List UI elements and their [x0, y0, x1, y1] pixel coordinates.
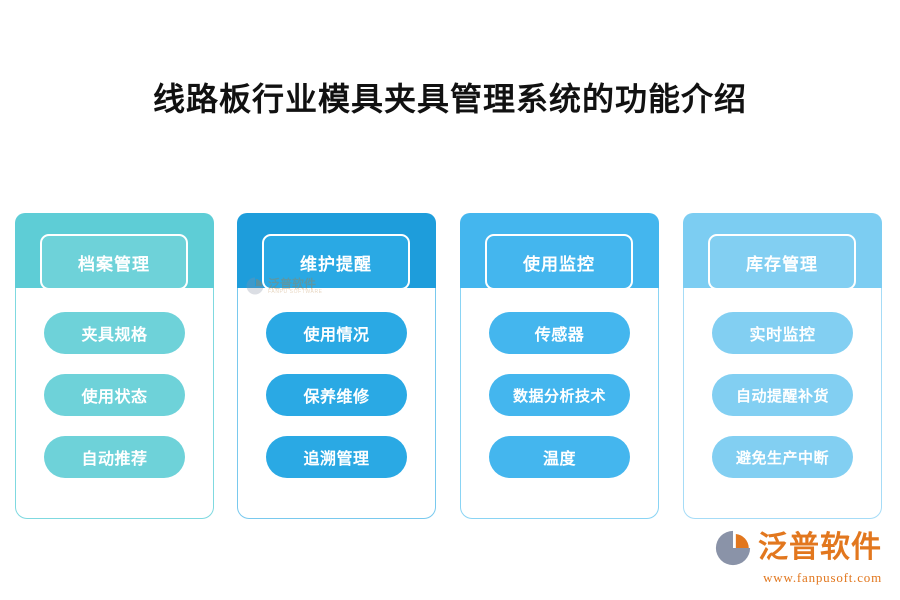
- column-items-1: 夹具规格 使用状态 自动推荐: [15, 312, 214, 478]
- feature-column-2: 泛普软件 FANPU SOFTWARE 维护提醒 使用情况 保养维修 追溯管理: [237, 213, 436, 519]
- list-item[interactable]: 自动推荐: [44, 436, 185, 478]
- column-header-4[interactable]: 库存管理: [708, 234, 856, 290]
- list-item[interactable]: 避免生产中断: [712, 436, 853, 478]
- list-item[interactable]: 温度: [489, 436, 630, 478]
- brand-logo-row: 泛普软件: [714, 529, 882, 567]
- column-header-2[interactable]: 维护提醒: [262, 234, 410, 290]
- list-item[interactable]: 使用状态: [44, 374, 185, 416]
- list-item[interactable]: 自动提醒补货: [712, 374, 853, 416]
- column-header-1[interactable]: 档案管理: [40, 234, 188, 290]
- brand-logo: 泛普软件 www.fanpusoft.com: [714, 529, 882, 586]
- feature-column-4: 库存管理 实时监控 自动提醒补货 避免生产中断: [683, 213, 882, 519]
- list-item[interactable]: 追溯管理: [266, 436, 407, 478]
- column-items-2: 使用情况 保养维修 追溯管理: [237, 312, 436, 478]
- list-item[interactable]: 数据分析技术: [489, 374, 630, 416]
- fanpu-logo-icon: [715, 530, 751, 566]
- brand-name: 泛普软件: [758, 531, 882, 564]
- page-title: 线路板行业模具夹具管理系统的功能介绍: [152, 81, 747, 117]
- feature-column-3: 使用监控 传感器 数据分析技术 温度: [460, 213, 659, 519]
- column-items-3: 传感器 数据分析技术 温度: [460, 312, 659, 478]
- list-item[interactable]: 夹具规格: [44, 312, 185, 354]
- column-items-4: 实时监控 自动提醒补货 避免生产中断: [683, 312, 882, 478]
- list-item[interactable]: 保养维修: [266, 374, 407, 416]
- list-item[interactable]: 实时监控: [712, 312, 853, 354]
- feature-column-1: 档案管理 夹具规格 使用状态 自动推荐: [15, 213, 214, 519]
- column-header-3[interactable]: 使用监控: [485, 234, 633, 290]
- feature-columns: 档案管理 夹具规格 使用状态 自动推荐 泛普软件 FANPU SOFTWARE: [15, 213, 885, 519]
- list-item[interactable]: 使用情况: [266, 312, 407, 354]
- list-item[interactable]: 传感器: [489, 312, 630, 354]
- brand-url: www.fanpusoft.com: [763, 570, 882, 585]
